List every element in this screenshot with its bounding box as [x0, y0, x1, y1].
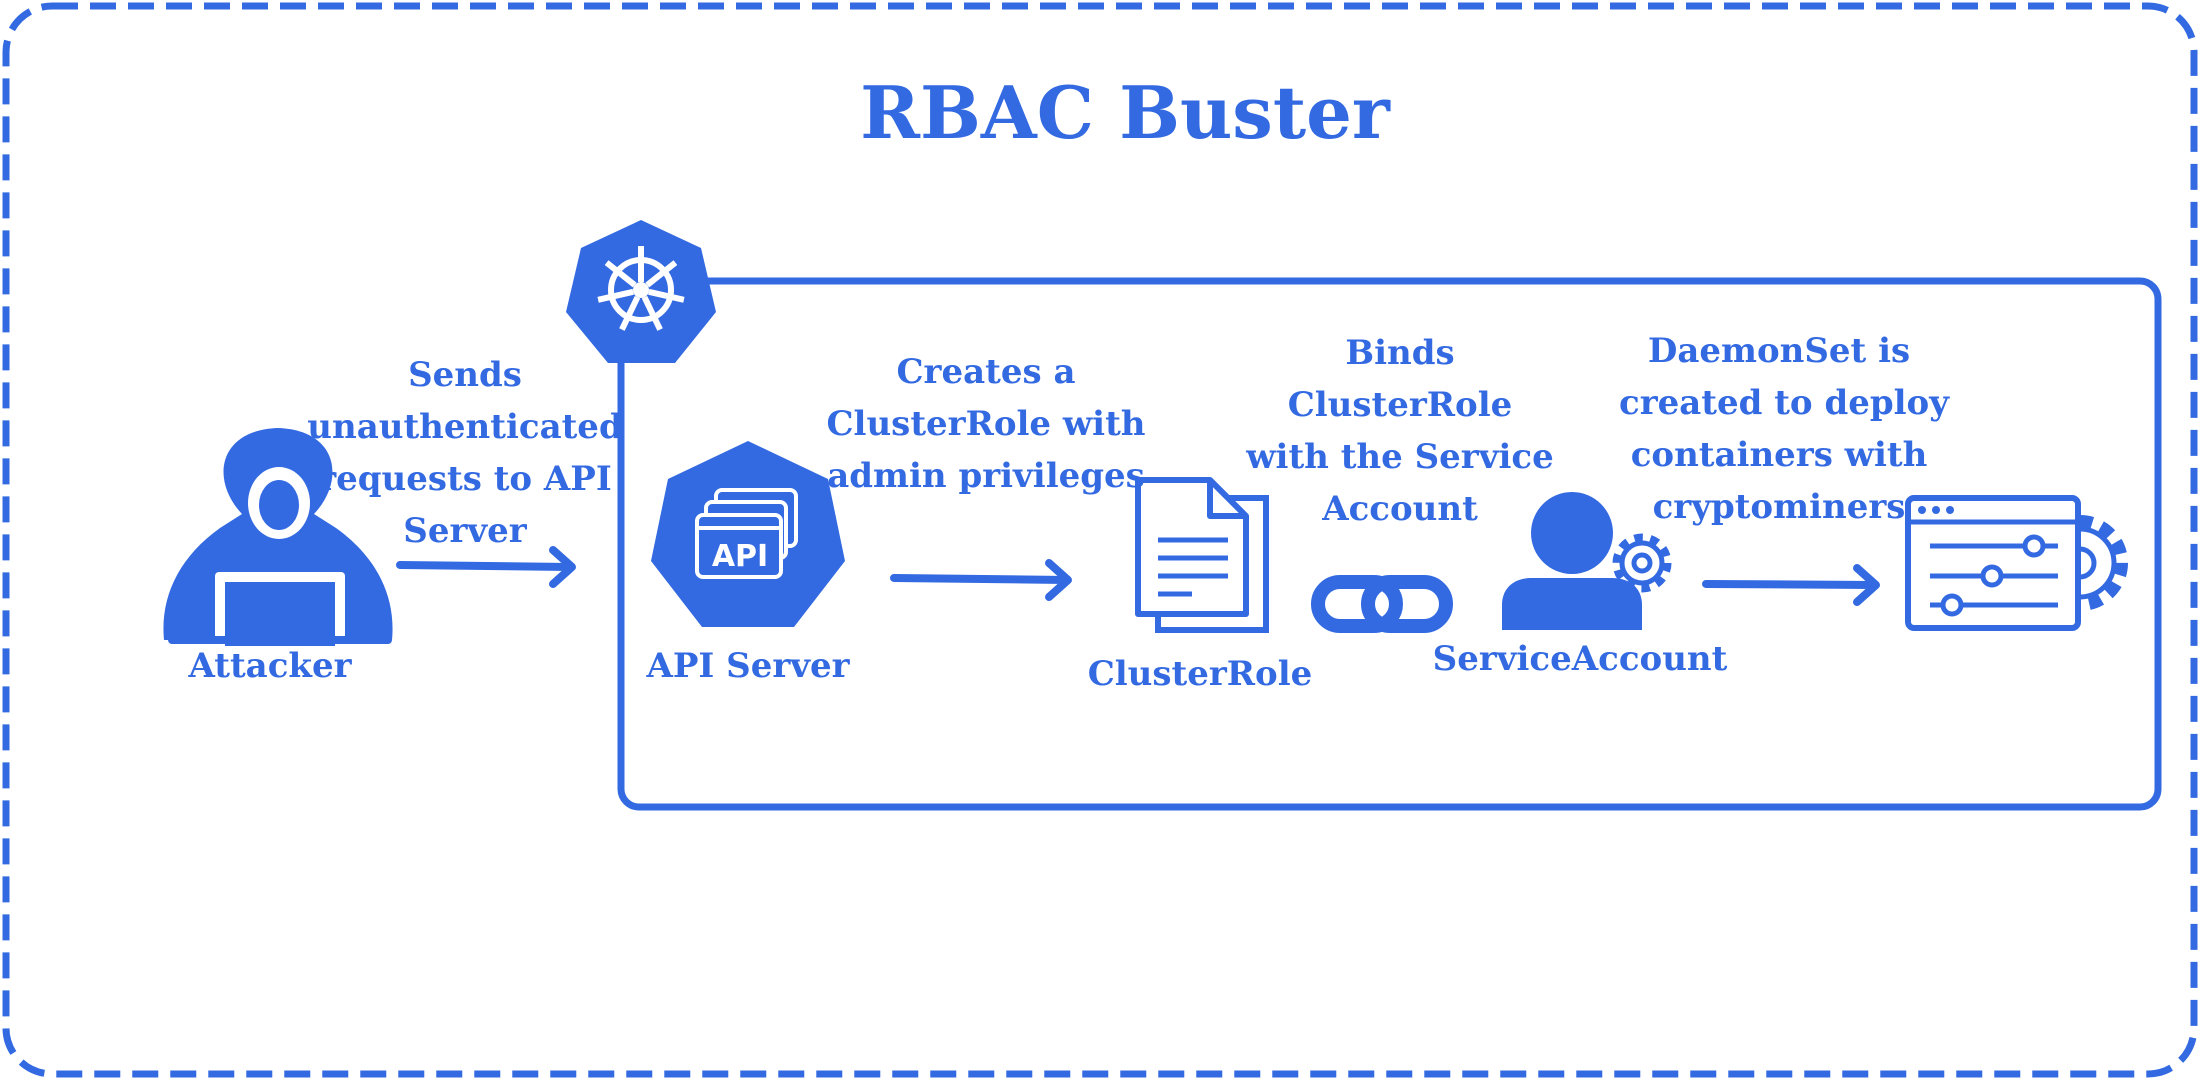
arrow-attacker-to-api [396, 546, 576, 588]
serviceaccount-label: ServiceAccount [1432, 639, 1728, 679]
arrow-api-to-clusterrole [890, 559, 1072, 601]
step-3-line-3: with the Service [1246, 437, 1554, 477]
step-3-line-1: Binds [1345, 333, 1455, 373]
step-2-label: Creates a ClusterRole with admin privile… [826, 346, 1146, 502]
settings-window-gear-icon [1905, 495, 2128, 631]
page-title: RBAC Buster [860, 70, 1390, 155]
step-1-line-4: Server [403, 511, 527, 551]
step-1-line-2: unauthenticated [307, 407, 623, 447]
step-3-line-4: Account [1322, 489, 1478, 529]
hooded-hacker-laptop-icon [163, 428, 393, 646]
api-windows-heptagon-icon: API [651, 441, 845, 627]
step-3-label: Binds ClusterRole with the Service Accou… [1240, 327, 1560, 535]
step-4-line-2: created to deploy [1619, 383, 1949, 423]
step-2-line-1: Creates a [896, 352, 1076, 392]
step-4-line-3: containers with [1630, 435, 1928, 475]
step-4-line-1: DaemonSet is [1647, 331, 1911, 371]
api-icon-text: API [712, 539, 768, 574]
document-stack-icon [1135, 477, 1269, 633]
step-2-line-2: ClusterRole with [826, 404, 1146, 444]
step-1-line-3: requests to API [318, 459, 612, 499]
kubernetes-helm-wheel-icon [566, 220, 716, 363]
step-4-line-4: cryptominers [1652, 487, 1906, 527]
step-4-label: DaemonSet is created to deploy container… [1619, 325, 1949, 533]
clusterrole-label: ClusterRole [1087, 654, 1313, 694]
attacker-label: Attacker [188, 646, 352, 686]
step-3-line-2: ClusterRole [1287, 385, 1513, 425]
step-2-line-3: admin privileges [827, 456, 1145, 496]
step-1-label: Sends unauthenticated requests to API Se… [305, 349, 625, 557]
step-1-line-1: Sends [408, 355, 522, 395]
user-gear-icon [1502, 492, 1672, 630]
arrow-serviceaccount-to-daemonset [1702, 564, 1880, 606]
cluster-boundary [617, 277, 2162, 811]
api-server-label: API Server [646, 646, 850, 686]
chain-link-icon [1311, 575, 1453, 633]
